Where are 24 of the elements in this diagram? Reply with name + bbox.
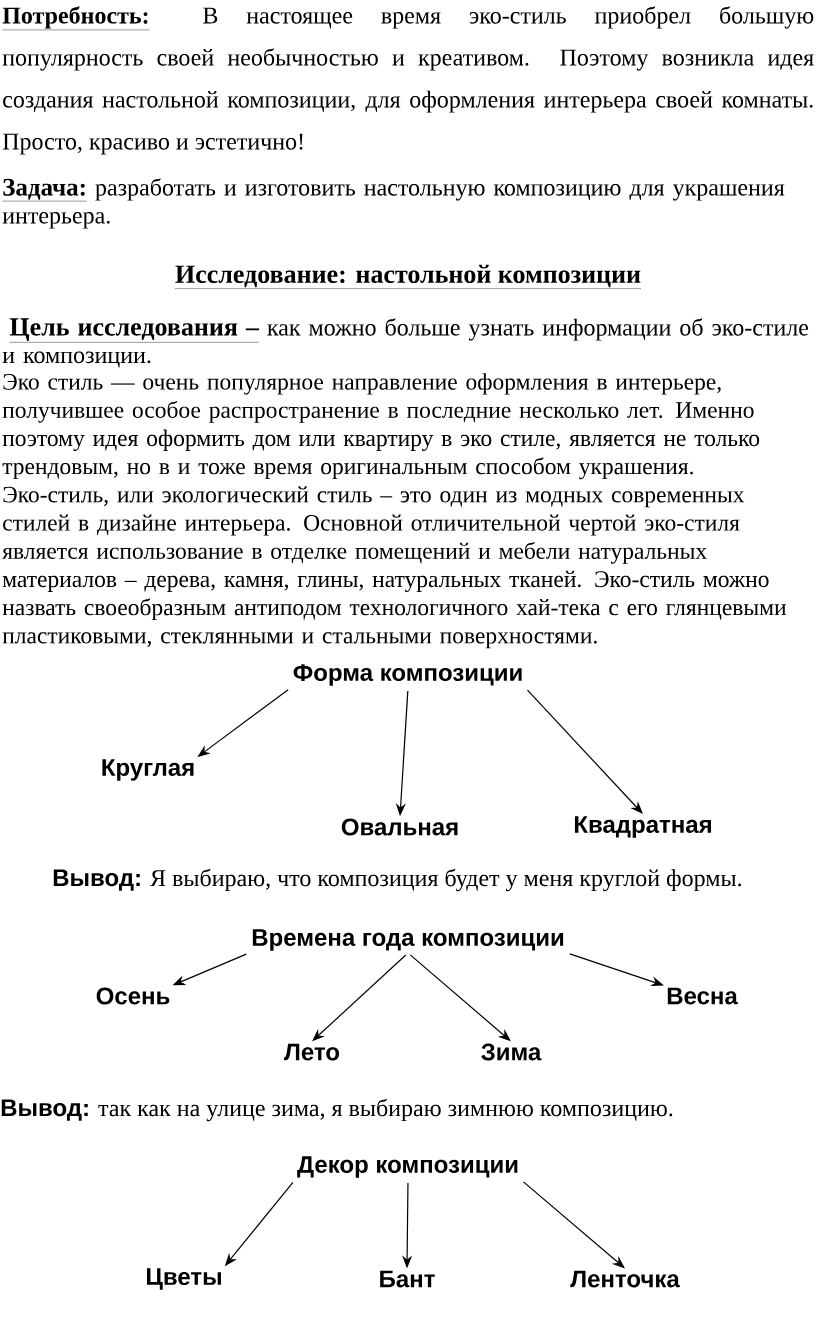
diagram-label: Цветы (146, 1268, 221, 1290)
paragraph: Эко стиль — очень популярное направление оформления в интерьере, получившее особое распространение в последние несколько лет. Именно поэтому идея оформить дом или квартиру в эко стиле, является не только трендовым, но в и тоже время оригинальным способом украшения. (2, 373, 760, 480)
diagram-label: Ленточка (570, 1270, 680, 1288)
paragraph: Вывод: Я выбираю, что композиция будет у меня круглой формы. (53, 868, 742, 892)
diagram-label: Овальная (341, 818, 458, 836)
diagram-label: Осень (96, 987, 170, 1005)
paragraph: Вывод: так как на улице зима, я выбираю зимнюю композицию. (1, 1098, 673, 1122)
diagram-label: Форма композиции (293, 664, 522, 686)
diagram-label: Круглая (102, 759, 194, 781)
diagram-label: Весна (667, 987, 738, 1005)
diagram-label: Времена года композиции (252, 929, 564, 951)
label: как можно больше узнать информации об эко-стиле (267, 318, 809, 341)
diagram-label: Лето (284, 1043, 340, 1061)
paragraph: Эко-стиль, или экологический стиль – это один из модных современных стилей в дизайне интерьера. Основной отличительной чертой эко-стиля является использование в отделке помещений и мебели натуральных материалов – дерева, камня, глины, натуральных тканей. Эко-стиль можно назвать своеобразным антиподом технологичного хай-тека с его глянцевыми пластиковыми, стеклянными и стальными поверхностями. (2, 486, 787, 649)
diagram-label: Зима (481, 1043, 542, 1061)
heading: Исследование: настольной композиции (174, 264, 642, 289)
label: и композиции. (2, 351, 151, 368)
diagram-label: Бант (380, 1270, 435, 1288)
paragraph: Задача: разработать и изготовить настольную композицию для украшения интерьера. (2, 178, 785, 229)
paragraph: Потребность: В настоящее время эко-стиль приобрел большую популярность своей необычностью и креативом. Поэтому возникла идея создания настольной композиции, для оформления интерьера своей комнаты. Просто, красиво и эстетично! (2, 6, 814, 155)
diagram-label: Квадратная (574, 816, 711, 838)
label: Цель исследования – (9, 318, 260, 341)
diagram-label: Декор композиции (297, 1156, 518, 1178)
paragraph: Цель исследования – как можно больше узнать информации об эко-стиле и композиции. (2, 318, 809, 368)
